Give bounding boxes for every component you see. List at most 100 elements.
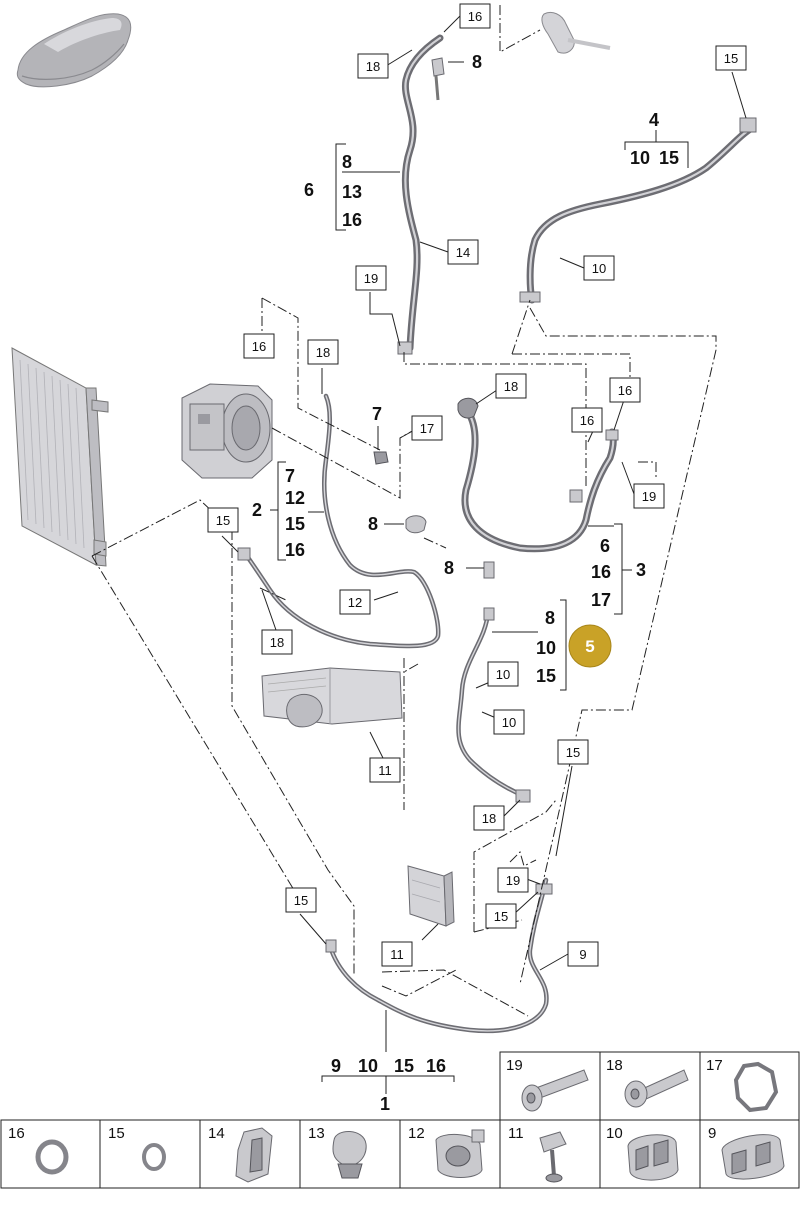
callout-box[interactable]: 18 — [473, 805, 505, 831]
callout-number: 16 — [618, 383, 632, 398]
group-1-item: 10 — [358, 1056, 378, 1076]
item-5-badge[interactable]: 5 — [568, 624, 612, 668]
legend-number: 15 — [108, 1125, 125, 1142]
expansion-valve — [541, 11, 611, 54]
callout-box[interactable]: 15 — [207, 507, 239, 533]
legend-number: 14 — [208, 1125, 225, 1142]
part-label-8: 8 — [368, 514, 378, 534]
group-2-item: 12 — [285, 488, 305, 508]
callout-number: 18 — [270, 635, 284, 650]
callout-number: 11 — [378, 763, 392, 778]
callout-number: 19 — [506, 873, 520, 888]
charge-air-cooler — [261, 667, 403, 728]
callout-box[interactable]: 18 — [495, 373, 527, 399]
callout-box[interactable]: 10 — [493, 709, 525, 735]
group-1: 9 10 15 16 1 — [321, 1056, 455, 1114]
callout-number: 19 — [642, 489, 656, 504]
group-6-item: 8 — [342, 152, 352, 172]
legend-number: 19 — [506, 1057, 523, 1074]
legend-number: 18 — [606, 1057, 623, 1074]
callout-box[interactable]: 17 — [411, 415, 443, 441]
screw-icon — [624, 1069, 689, 1108]
callout-number: 15 — [494, 909, 508, 924]
group-3-item: 17 — [591, 590, 611, 610]
grommet-icon — [627, 1134, 679, 1181]
legend-number: 13 — [308, 1125, 325, 1142]
callout-number: 15 — [566, 745, 580, 760]
group-2-item: 15 — [285, 514, 305, 534]
part-label-8: 8 — [444, 558, 454, 578]
part-label-8: 8 — [472, 52, 482, 72]
callout-number: 18 — [316, 345, 330, 360]
legend-number: 11 — [508, 1125, 524, 1142]
callout-number: 16 — [468, 9, 482, 24]
callout-box[interactable]: 15 — [285, 887, 317, 913]
callout-box[interactable]: 15 — [557, 739, 589, 765]
callout-number: 10 — [502, 715, 516, 730]
callout-number: 18 — [366, 59, 380, 74]
callout-box[interactable]: 15 — [715, 45, 747, 71]
fasteners — [237, 57, 757, 953]
group-1-item: 15 — [394, 1056, 414, 1076]
callout-box[interactable]: 11 — [369, 757, 401, 783]
group-1-main: 1 — [380, 1094, 390, 1114]
callout-number: 10 — [496, 667, 510, 682]
callout-box[interactable]: 12 — [339, 589, 371, 615]
callout-box[interactable]: 18 — [261, 629, 293, 655]
group-2-item: 7 — [285, 466, 295, 486]
reference-lines — [91, 5, 717, 1017]
group-6: 6 8 13 16 — [304, 143, 400, 231]
part-label-7: 7 — [372, 404, 382, 424]
callout-box[interactable]: 18 — [357, 53, 389, 79]
group-3-main: 3 — [636, 560, 646, 580]
clip-icon — [332, 1131, 367, 1179]
callout-number: 9 — [579, 947, 586, 962]
callout-box[interactable]: 16 — [609, 377, 641, 403]
bracket-icon — [235, 1127, 273, 1183]
double-grommet-icon — [721, 1134, 785, 1180]
callout-box[interactable]: 16 — [459, 3, 491, 29]
callout-box[interactable]: 15 — [485, 903, 517, 929]
callout-number: 15 — [294, 893, 308, 908]
o-ring-small-icon — [142, 1143, 166, 1171]
control-unit-module — [407, 865, 455, 927]
group-4-item: 15 — [659, 148, 679, 168]
group-2: 2 7 12 15 16 — [252, 461, 324, 561]
callout-box[interactable]: 14 — [447, 239, 479, 265]
parts-legend: 19 18 17 16 15 14 13 12 11 10 9 — [0, 1051, 800, 1189]
callout-box[interactable]: 16 — [571, 407, 603, 433]
group-5-item: 15 — [536, 666, 556, 686]
callout-number: 19 — [364, 271, 378, 286]
callout-number: 14 — [456, 245, 470, 260]
callout-box[interactable]: 10 — [487, 661, 519, 687]
legend-number: 12 — [408, 1125, 425, 1142]
group-3-item: 16 — [591, 562, 611, 582]
callout-box[interactable]: 18 — [307, 339, 339, 365]
callout-number: 10 — [592, 261, 606, 276]
callout-box[interactable]: 11 — [381, 941, 413, 967]
group-1-item: 16 — [426, 1056, 446, 1076]
group-2-item: 16 — [285, 540, 305, 560]
callout-box[interactable]: 19 — [497, 867, 529, 893]
group-5: 8 10 15 — [492, 599, 567, 691]
group-5-item: 10 — [536, 638, 556, 658]
callout-box[interactable]: 16 — [243, 333, 275, 359]
bolt-icon — [521, 1069, 589, 1112]
callout-box[interactable]: 10 — [583, 255, 615, 281]
callout-number: 15 — [724, 51, 738, 66]
callout-box[interactable]: 19 — [633, 483, 665, 509]
clamp-icon — [435, 1129, 485, 1178]
callout-number: 17 — [420, 421, 434, 436]
callout-box[interactable]: 19 — [355, 265, 387, 291]
group-4-main: 4 — [649, 110, 659, 130]
condenser-radiator — [11, 347, 109, 567]
car-silhouette-icon — [16, 13, 132, 88]
group-5-item: 8 — [545, 608, 555, 628]
callout-number: 18 — [504, 379, 518, 394]
group-6-main: 6 — [304, 180, 314, 200]
group-2-main: 2 — [252, 500, 262, 520]
callout-box[interactable]: 9 — [567, 941, 599, 967]
callout-number: 16 — [252, 339, 266, 354]
callout-number: 12 — [348, 595, 362, 610]
item-5-badge-label: 5 — [585, 637, 594, 656]
